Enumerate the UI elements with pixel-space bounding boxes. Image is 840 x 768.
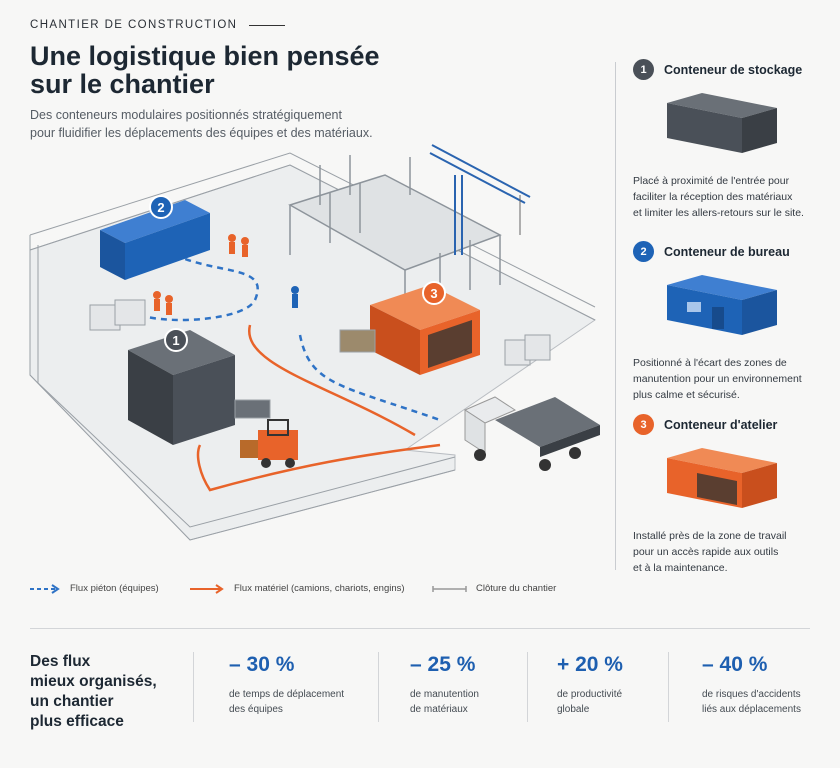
building-frame — [288, 155, 502, 320]
office-container-image — [667, 275, 777, 335]
stat-label-line: de matériaux — [410, 704, 468, 715]
truck — [463, 396, 600, 471]
container-card-header: 2 Conteneur de bureau — [633, 241, 833, 262]
pedestrian-flow-path — [139, 253, 441, 422]
subtitle-line-1: Des conteneurs modulaires positionnés st… — [30, 108, 342, 122]
forklift — [240, 419, 298, 468]
page-title: Une logistique bien pensée sur le chanti… — [30, 42, 450, 98]
container-card-storage: 1 Conteneur de stockage Placé à proximit… — [633, 59, 833, 221]
stat-label: de productivité globale — [557, 687, 623, 717]
material-pallets — [89, 299, 551, 419]
stat-label-line: liés aux déplacements — [702, 704, 801, 715]
legend-item-material: Flux matériel (camions, chariots, engins… — [190, 583, 405, 594]
conclusion-line: Des flux — [30, 653, 91, 670]
section-divider — [30, 628, 810, 629]
storage-container — [128, 330, 235, 445]
conclusion-text: Des flux mieux organisés, un chantier pl… — [30, 652, 157, 732]
container-card-description: Placé à proximité de l'entrée pour facil… — [633, 173, 823, 221]
dashed-arrow-icon — [30, 583, 60, 594]
legend-label: Clôture du chantier — [476, 583, 557, 594]
site-fence — [29, 152, 596, 541]
stat-label-line: globale — [557, 704, 590, 715]
stat-travel-time: – 30 % de temps de déplacement des équip… — [229, 653, 344, 717]
container-card-title: Conteneur d'atelier — [664, 417, 778, 432]
conclusion-line: plus efficace — [30, 713, 124, 730]
material-flow-path — [196, 324, 441, 492]
description-line: plus calme et sécurisé. — [633, 389, 740, 401]
stat-label-line: des équipes — [229, 704, 283, 715]
container-card-workshop: 3 Conteneur d'atelier Installé près de l… — [633, 414, 833, 576]
svg-text:3: 3 — [430, 286, 437, 301]
stat-label-line: de temps de déplacement — [229, 689, 345, 700]
eyebrow-rule — [249, 24, 286, 26]
stat-label-line: de manutention — [410, 689, 479, 700]
container-card-header: 1 Conteneur de stockage — [633, 59, 833, 80]
description-line: faciliter la réception des matériaux — [633, 191, 793, 203]
stat-separator — [527, 652, 528, 722]
stat-separator — [668, 652, 669, 722]
description-line: Positionné à l'écart des zones de — [633, 357, 787, 369]
legend-item-fence: Clôture du chantier — [432, 583, 556, 594]
number-badge: 3 — [633, 414, 654, 435]
stat-separator — [193, 652, 194, 722]
workshop-container-image — [667, 448, 777, 508]
legend-label: Flux matériel (camions, chariots, engins… — [234, 583, 405, 594]
container-card-description: Positionné à l'écart des zones de manute… — [633, 355, 823, 403]
solid-arrow-icon — [190, 583, 224, 594]
conclusion-line: un chantier — [30, 693, 114, 710]
subtitle-line-2: pour fluidifier les déplacements des équ… — [30, 126, 373, 140]
legend-label: Flux piéton (équipes) — [70, 583, 159, 594]
stat-label: de temps de déplacement des équipes — [229, 687, 344, 717]
stat-value: + 20 % — [557, 653, 623, 676]
svg-text:1: 1 — [172, 333, 179, 348]
stat-label: de risques d'accidents liés aux déplacem… — [702, 687, 801, 717]
workers — [153, 234, 299, 315]
stat-label-line: de risques d'accidents — [702, 689, 801, 700]
stat-value: – 30 % — [229, 653, 295, 676]
description-line: Placé à proximité de l'entrée pour — [633, 175, 790, 187]
stat-separator — [378, 652, 379, 722]
eyebrow-text: CHANTIER DE CONSTRUCTION — [30, 19, 238, 31]
scene-badge-2: 2 — [149, 195, 173, 219]
container-card-title: Conteneur de bureau — [664, 244, 790, 259]
container-card-description: Installé près de la zone de travail pour… — [633, 528, 823, 576]
tower-crane — [429, 144, 531, 255]
office-container — [100, 200, 210, 280]
stat-label: de manutention de matériaux — [410, 687, 479, 717]
storage-container-image — [667, 93, 777, 153]
svg-text:2: 2 — [157, 200, 164, 215]
column-divider — [615, 62, 616, 570]
container-card-title: Conteneur de stockage — [664, 62, 803, 77]
container-card-header: 3 Conteneur d'atelier — [633, 414, 833, 435]
description-line: et limiter les allers-retours sur le sit… — [633, 207, 804, 219]
description-line: et à la maintenance. — [633, 562, 728, 574]
fence-icon — [432, 585, 467, 592]
stat-label-line: de productivité — [557, 689, 623, 700]
eyebrow: CHANTIER DE CONSTRUCTION — [30, 19, 286, 31]
container-card-office: 2 Conteneur de bureau Positionné à l'éca… — [633, 241, 833, 403]
stat-value: – 25 % — [410, 653, 476, 676]
legend: Flux piéton (équipes) Flux matériel (cam… — [30, 583, 610, 601]
scene-badge-1: 1 — [164, 328, 188, 352]
title-line-1: Une logistique bien pensée — [30, 41, 380, 71]
stat-accident-risk: – 40 % de risques d'accidents liés aux d… — [702, 653, 801, 717]
number-badge: 2 — [633, 241, 654, 262]
scene-badge-3: 3 — [422, 281, 446, 305]
description-line: Installé près de la zone de travail — [633, 530, 787, 542]
number-badge: 1 — [633, 59, 654, 80]
workshop-container — [370, 285, 480, 375]
stat-handling: – 25 % de manutention de matériaux — [410, 653, 479, 717]
description-line: manutention pour un environnement — [633, 373, 802, 385]
site-illustration: 2 1 3 — [29, 144, 600, 541]
page-subtitle: Des conteneurs modulaires positionnés st… — [30, 106, 430, 142]
conclusion-line: mieux organisés, — [30, 673, 157, 690]
stat-value: – 40 % — [702, 653, 768, 676]
description-line: pour un accès rapide aux outils — [633, 546, 779, 558]
stat-productivity: + 20 % de productivité globale — [557, 653, 623, 717]
title-line-2: sur le chantier — [30, 69, 215, 99]
legend-item-pedestrian: Flux piéton (équipes) — [30, 583, 159, 594]
